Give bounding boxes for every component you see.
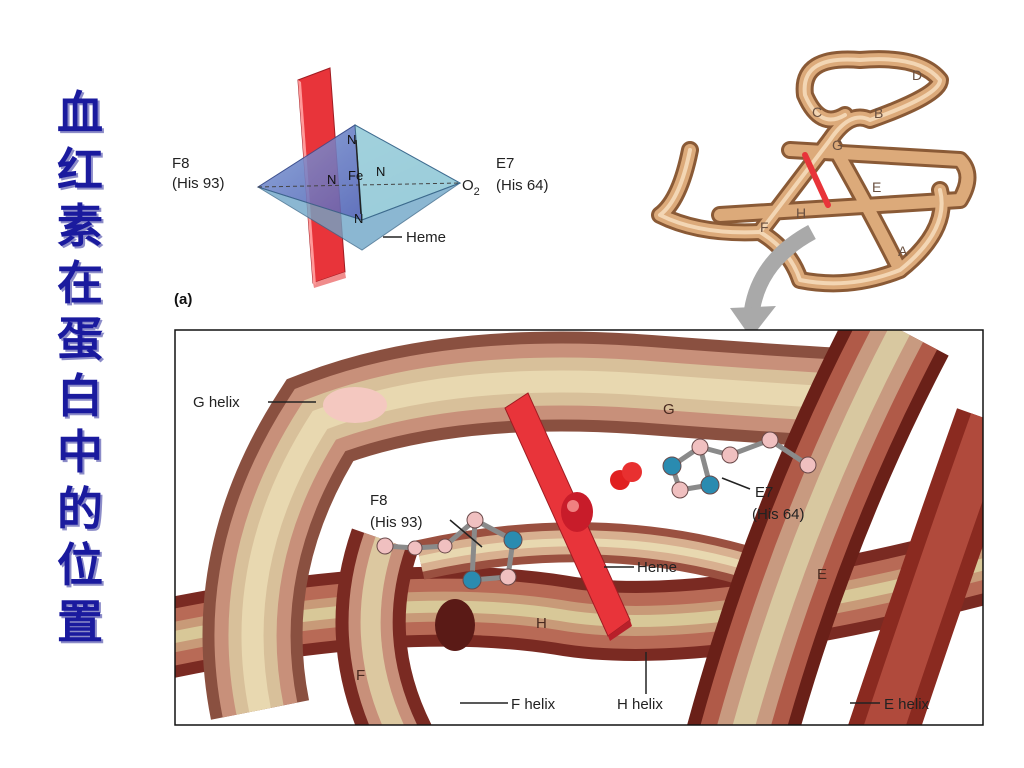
o2-label: O2 (462, 177, 480, 198)
protein-ribbon (651, 50, 977, 293)
g-label: G (663, 401, 675, 418)
ribbon-letter-h: H (796, 205, 806, 221)
zoom-arrow (730, 224, 816, 338)
f-label: F (356, 667, 365, 684)
g-helix-label: G helix (193, 394, 240, 411)
title-char: 在 (57, 255, 103, 310)
his93-label: (His 93) (172, 175, 225, 192)
zoom-heme-plane (504, 392, 632, 641)
f-helix-label: F helix (511, 696, 556, 713)
zoom-f8-label: F8 (370, 492, 388, 509)
zoom-his93-label: (His 93) (370, 514, 423, 531)
n-label-top: N (347, 132, 356, 147)
title-char: 位 (57, 538, 103, 592)
e7-label: E7 (496, 155, 514, 172)
e-label: E (817, 566, 827, 583)
title-char: 的 (57, 481, 103, 536)
title-char: 中 (57, 425, 103, 479)
h-helix-label: H helix (617, 696, 663, 713)
title-char: 蛋 (57, 312, 103, 366)
equatorial-bond (355, 139, 362, 215)
octahedron-lower (257, 182, 461, 251)
ribbon-letter-d: D (912, 67, 922, 83)
ribbon-letter-a: A (898, 243, 908, 259)
zoom-panel: G helix G F8 (His 93) E7 (His 64) Heme E… (174, 329, 984, 726)
panel-label-a: (a) (174, 291, 192, 308)
zoom-frame (174, 329, 984, 726)
ribbon-heme (802, 152, 831, 208)
zoom-heme-label: Heme (637, 559, 677, 576)
heme-label: Heme (406, 229, 446, 246)
n-label-bottom: N (354, 211, 363, 226)
e-helix-label: E helix (884, 696, 930, 713)
ribbon-letter-g: G (832, 137, 843, 153)
ribbon-letter-b: B (874, 105, 883, 121)
zoom-e7-label: E7 (755, 484, 773, 501)
ribbon-letter-e: E (872, 179, 881, 195)
title-char: 红 (57, 142, 103, 197)
title-char: 血 (57, 86, 103, 140)
title-char: 置 (57, 594, 103, 649)
page-title-vertical: 血 红 素 在 蛋 白 中 的 位 置 (50, 85, 110, 650)
fe-label: Fe (348, 168, 363, 183)
n-label-left: N (327, 172, 336, 187)
zoom-his64-label: (His 64) (752, 506, 805, 523)
coordination-diagram: N N N N Fe F8 (His 93) E7 (His 64) O2 He… (172, 67, 549, 308)
o2-molecule (610, 462, 642, 490)
n-label-right: N (376, 164, 385, 179)
f8-label: F8 (172, 155, 190, 172)
ribbon-letter-f: F (760, 219, 769, 235)
title-char: 白 (57, 368, 103, 423)
title-char: 素 (57, 199, 103, 253)
h-label: H (536, 615, 547, 632)
ribbon-letter-c: C (812, 104, 822, 120)
his64-label: (His 64) (496, 177, 549, 194)
